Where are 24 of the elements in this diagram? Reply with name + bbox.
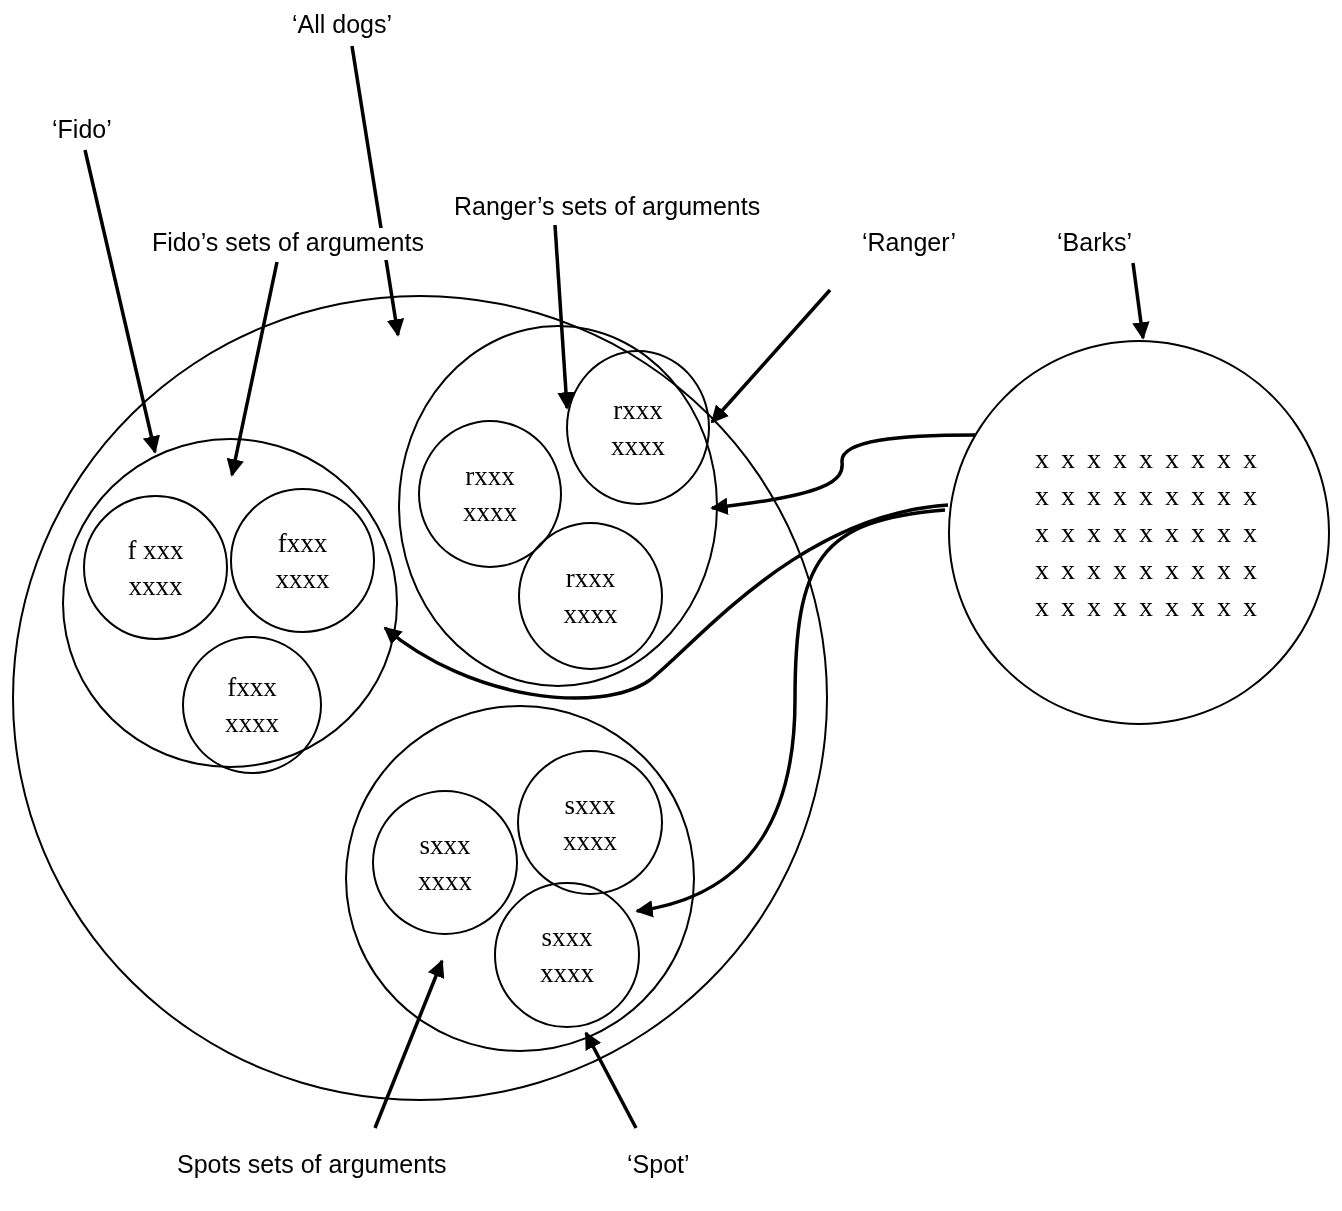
- leader-arrow: [584, 1031, 638, 1129]
- argument-circle: f xxx xxxx: [83, 495, 228, 640]
- leader-arrow: [83, 149, 160, 454]
- argument-circle: fxxx xxxx: [182, 636, 322, 774]
- argument-circle: sxxx xxxx: [517, 750, 663, 895]
- argument-circle: rxxx xxxx: [518, 522, 663, 670]
- leader-arrow: [373, 959, 445, 1129]
- curved-arrow: [710, 433, 975, 515]
- leader-arrow: [710, 288, 832, 424]
- argument-circle: rxxx xxxx: [418, 420, 562, 568]
- leader-arrow: [350, 45, 405, 337]
- set-circle: [12, 295, 828, 1101]
- leader-arrow: [226, 261, 279, 477]
- set-circle: [398, 325, 718, 687]
- extension-circle: x x x x x x x x x x x x x x x x x x x x x x x x x x x x x x x x x x x x x x x x x x x x x: [948, 340, 1330, 725]
- argument-circle: sxxx xxxx: [494, 882, 640, 1028]
- leader-arrow: [1131, 262, 1150, 340]
- argument-circle: sxxx xxxx: [372, 790, 518, 935]
- argument-circle: rxxx xxxx: [566, 350, 710, 505]
- leader-arrow: [553, 224, 575, 410]
- set-circle: [345, 705, 695, 1052]
- curved-arrow: [383, 503, 949, 700]
- curved-arrow: [635, 508, 946, 917]
- argument-circle: fxxx xxxx: [230, 488, 375, 633]
